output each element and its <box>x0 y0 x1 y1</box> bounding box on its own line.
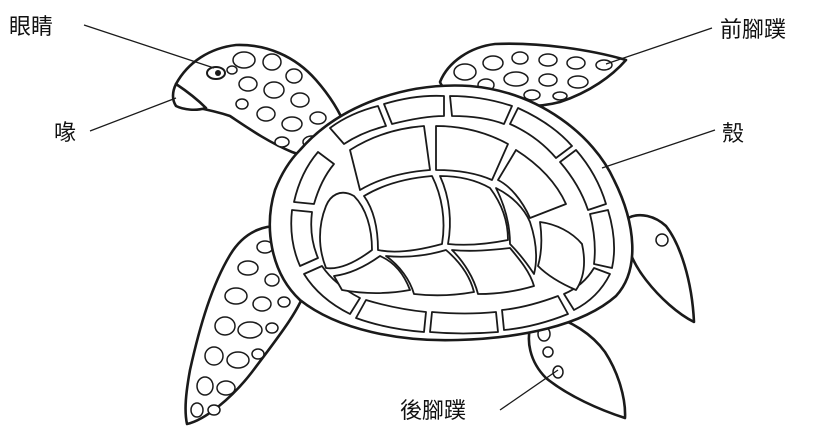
beak-label: 喙 <box>54 121 76 146</box>
left-front-flipper <box>184 224 309 426</box>
front-flipper-label: 前腳蹼 <box>720 18 786 43</box>
rear-right-flipper <box>624 213 696 324</box>
shell-leader <box>601 129 716 169</box>
front-flipper-leader <box>605 27 713 65</box>
leader-lines <box>83 24 716 411</box>
beak-leader <box>89 97 177 132</box>
eye-leader <box>83 24 215 69</box>
shell-label: 殼 <box>722 122 744 147</box>
rear-flipper-leader <box>499 369 559 411</box>
rear-left-flipper <box>527 314 627 420</box>
eye-label: 眼睛 <box>9 15 53 40</box>
shell <box>268 84 634 342</box>
rear-flipper-label: 後腳蹼 <box>400 399 466 424</box>
beak <box>171 82 208 112</box>
